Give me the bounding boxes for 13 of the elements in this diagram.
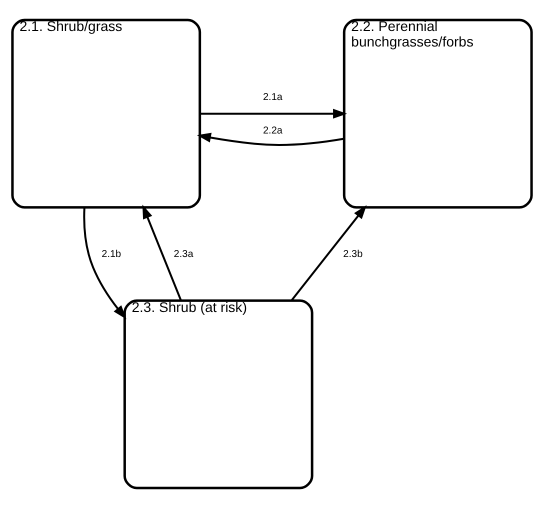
edge-label: 2.1b bbox=[102, 249, 122, 260]
node-box: 2.2. Perennial bunchgrasses/forbs bbox=[342, 18, 533, 209]
node-box: 2.3. Shrub (at risk) bbox=[123, 299, 314, 490]
arrow bbox=[200, 108, 348, 119]
arrow bbox=[290, 205, 367, 302]
arrow bbox=[142, 204, 182, 301]
edge-label: 2.3a bbox=[174, 249, 194, 260]
edge-label: 2.1a bbox=[262, 92, 282, 104]
arrow bbox=[83, 208, 126, 320]
node-box: 2.1. Shrub/grass bbox=[11, 18, 202, 209]
edge-label: 2.3b bbox=[343, 249, 363, 260]
edge-label: 2.2a bbox=[262, 125, 282, 136]
arrow bbox=[196, 132, 344, 146]
